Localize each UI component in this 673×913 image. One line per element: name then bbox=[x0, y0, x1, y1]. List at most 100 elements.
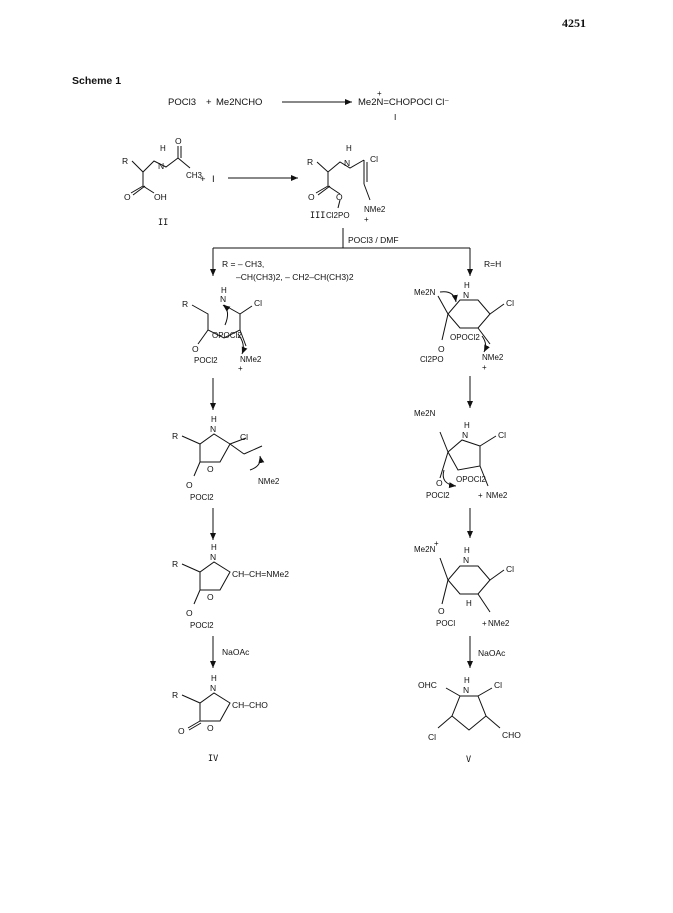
atom-Cl: Cl bbox=[506, 564, 514, 574]
group-Me2N: Me2N bbox=[414, 288, 436, 297]
right-structure-3 bbox=[439, 557, 505, 613]
atom-N: N bbox=[210, 424, 216, 434]
atom-H: H bbox=[221, 286, 227, 295]
atom-O: O bbox=[336, 192, 343, 202]
atom-Cl: Cl bbox=[494, 680, 502, 690]
product-IV bbox=[181, 692, 231, 731]
positive-charge: + bbox=[364, 215, 369, 224]
atom-H: H bbox=[211, 415, 217, 424]
atom-O: O bbox=[175, 136, 182, 146]
atom-Cl: Cl bbox=[506, 298, 514, 308]
atom-R: R bbox=[122, 156, 128, 166]
group-CHO: CHO bbox=[502, 730, 521, 740]
atom-N: N bbox=[463, 685, 469, 695]
group-NMe2: NMe2 bbox=[482, 353, 504, 362]
group-Cl2PO: Cl2PO bbox=[420, 355, 444, 364]
branch-lines bbox=[210, 228, 473, 276]
atom-H: H bbox=[464, 281, 470, 290]
atom-O: O bbox=[192, 344, 199, 354]
atom-H: H bbox=[464, 676, 470, 685]
product-V bbox=[437, 687, 501, 731]
atom-O: O bbox=[438, 344, 445, 354]
atom-Cl: Cl bbox=[370, 154, 378, 164]
compound-III bbox=[315, 159, 371, 209]
plus-sign: + bbox=[206, 97, 212, 108]
reagent-pocl3: POCl3 bbox=[168, 97, 196, 108]
positive-charge: + bbox=[482, 363, 487, 372]
atom-R: R bbox=[172, 690, 178, 700]
atom-H: H bbox=[346, 144, 352, 153]
left-structure-1 bbox=[191, 304, 253, 355]
group-NMe2: NMe2 bbox=[258, 477, 280, 486]
atom-O: O bbox=[178, 726, 185, 736]
compound-label-III: III bbox=[310, 211, 325, 221]
atom-Cl: Cl bbox=[428, 732, 436, 742]
atom-R: R bbox=[307, 157, 313, 167]
positive-charge: + bbox=[434, 539, 439, 548]
group-OPOCl2: OPOCl2 bbox=[456, 475, 486, 484]
atom-Cl: Cl bbox=[254, 298, 262, 308]
group-NMe2: NMe2 bbox=[486, 491, 508, 500]
left-condition: R = – CH3, bbox=[222, 259, 264, 269]
group-OHC: OHC bbox=[418, 680, 437, 690]
right-structure-1 bbox=[437, 291, 505, 353]
atom-O: O bbox=[308, 192, 315, 202]
positive-charge: + bbox=[377, 89, 382, 98]
reaction-1: POCl3 + Me2NCHO Me2N=CHOPOCl Cl⁻ + I bbox=[168, 89, 449, 122]
atom-H: H bbox=[464, 546, 470, 555]
left-final-reagent: NaOAc bbox=[222, 647, 250, 657]
atom-O: O bbox=[207, 723, 214, 733]
page-number: 4251 bbox=[562, 16, 586, 30]
positive-charge: + bbox=[482, 619, 487, 628]
group-Me2N: Me2N bbox=[414, 545, 436, 554]
compound-label-V: V bbox=[466, 755, 471, 765]
atom-O: O bbox=[438, 606, 445, 616]
plus-sign: + bbox=[200, 174, 206, 185]
group-NMe2: NMe2 bbox=[488, 619, 510, 628]
atom-H: H bbox=[211, 543, 217, 552]
group-NMe2: NMe2 bbox=[364, 205, 386, 214]
atom-R: R bbox=[172, 559, 178, 569]
atom-N: N bbox=[462, 430, 468, 440]
atom-O: O bbox=[124, 192, 131, 202]
atom-O: O bbox=[186, 480, 193, 490]
branch-reagent: POCl3 / DMF bbox=[348, 235, 399, 245]
group-NMe2: NMe2 bbox=[240, 355, 262, 364]
compound-II bbox=[130, 146, 191, 196]
atom-N: N bbox=[210, 683, 216, 693]
atom-Cl: Cl bbox=[498, 430, 506, 440]
group-CH3: CH3 bbox=[186, 171, 203, 180]
atom-Cl: Cl bbox=[240, 432, 248, 442]
atom-H: H bbox=[211, 674, 217, 683]
right-condition: R=H bbox=[484, 259, 501, 269]
atom-H: H bbox=[160, 144, 166, 153]
scheme-title: Scheme 1 bbox=[72, 75, 122, 87]
compound-label-I: I bbox=[394, 112, 396, 122]
left-condition-2: –CH(CH3)2, – CH2–CH(CH3)2 bbox=[236, 272, 354, 282]
vilsmeier-reagent: Me2N=CHOPOCl Cl⁻ bbox=[358, 97, 449, 108]
group-POCl2: POCl2 bbox=[194, 356, 218, 365]
group-CH-CH-NMe2: CH–CH=NMe2 bbox=[232, 569, 289, 579]
group-POCl2: POCl2 bbox=[190, 621, 214, 630]
atom-O: O bbox=[186, 608, 193, 618]
left-structure-3 bbox=[181, 561, 231, 605]
group-Cl2PO: Cl2PO bbox=[326, 211, 350, 220]
positive-charge: + bbox=[238, 364, 243, 373]
atom-H: H bbox=[466, 599, 472, 608]
atom-N: N bbox=[344, 158, 350, 168]
group-POCl: POCl bbox=[436, 619, 455, 628]
group-POCl2: POCl2 bbox=[426, 491, 450, 500]
atom-N: N bbox=[463, 555, 469, 565]
atom-R: R bbox=[172, 431, 178, 441]
atom-N: N bbox=[220, 294, 226, 304]
atom-H: H bbox=[464, 421, 470, 430]
reagent-dmf: Me2NCHO bbox=[216, 97, 262, 108]
group-Me2N: Me2N bbox=[414, 409, 436, 418]
atom-O: O bbox=[436, 478, 443, 488]
atom-O: O bbox=[207, 464, 214, 474]
atom-N: N bbox=[158, 161, 164, 171]
group-CH-CHO: CH–CHO bbox=[232, 700, 268, 710]
reagent-I: I bbox=[212, 174, 215, 185]
